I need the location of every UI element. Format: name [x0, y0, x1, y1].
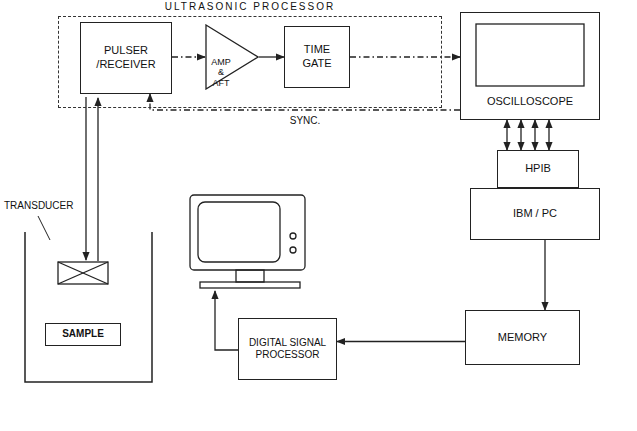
connector [548, 120, 549, 150]
monitor-icon [190, 195, 305, 288]
dsp-box: DIGITAL SIGNAL PROCESSOR [238, 318, 337, 380]
connector [506, 120, 507, 150]
water-tank [25, 232, 152, 382]
node-label: HPIB [525, 162, 551, 176]
amplifier-label: AMP & AFT [209, 57, 233, 88]
node-label: DIGITAL SIGNAL PROCESSOR [245, 337, 330, 362]
signal-label: SYNC. [288, 115, 323, 128]
connector [337, 341, 465, 342]
amplifier-triangle: AMP & AFT [205, 24, 259, 90]
connector [350, 56, 460, 57]
memory-box: MEMORY [465, 310, 580, 365]
node-label: SAMPLE [62, 328, 104, 341]
gate-box: TIME GATE [284, 26, 350, 88]
oscilloscope-box: OSCILLOSCOPE [460, 12, 600, 120]
node-label: TIME GATE [291, 43, 343, 71]
node-label: IBM / PC [513, 207, 557, 221]
node-label: OSCILLOSCOPE [461, 95, 599, 109]
connector [520, 120, 521, 150]
node-label: PULSER /RECEIVER [87, 44, 165, 72]
connector [259, 56, 284, 57]
transmit-line [85, 97, 86, 260]
sample-box: SAMPLE [45, 323, 121, 346]
connector [172, 56, 205, 57]
leader-line [38, 216, 50, 240]
computer-box: IBM / PC [470, 188, 600, 240]
connector [534, 120, 535, 150]
processor-group: ULTRASONIC PROCESSORPULSER /RECEIVERAMP … [58, 16, 442, 108]
transducer-symbol [58, 262, 108, 284]
part-label: TRANSDUCER [4, 200, 73, 213]
group-heading: ULTRASONIC PROCESSOR [59, 1, 441, 14]
video-line [215, 291, 238, 350]
pulser-box: PULSER /RECEIVER [80, 22, 172, 94]
node-label: MEMORY [498, 331, 547, 345]
connector [544, 240, 545, 310]
interface-box: HPIB [497, 150, 579, 188]
receive-line [97, 98, 98, 261]
scope-screen [476, 24, 584, 86]
